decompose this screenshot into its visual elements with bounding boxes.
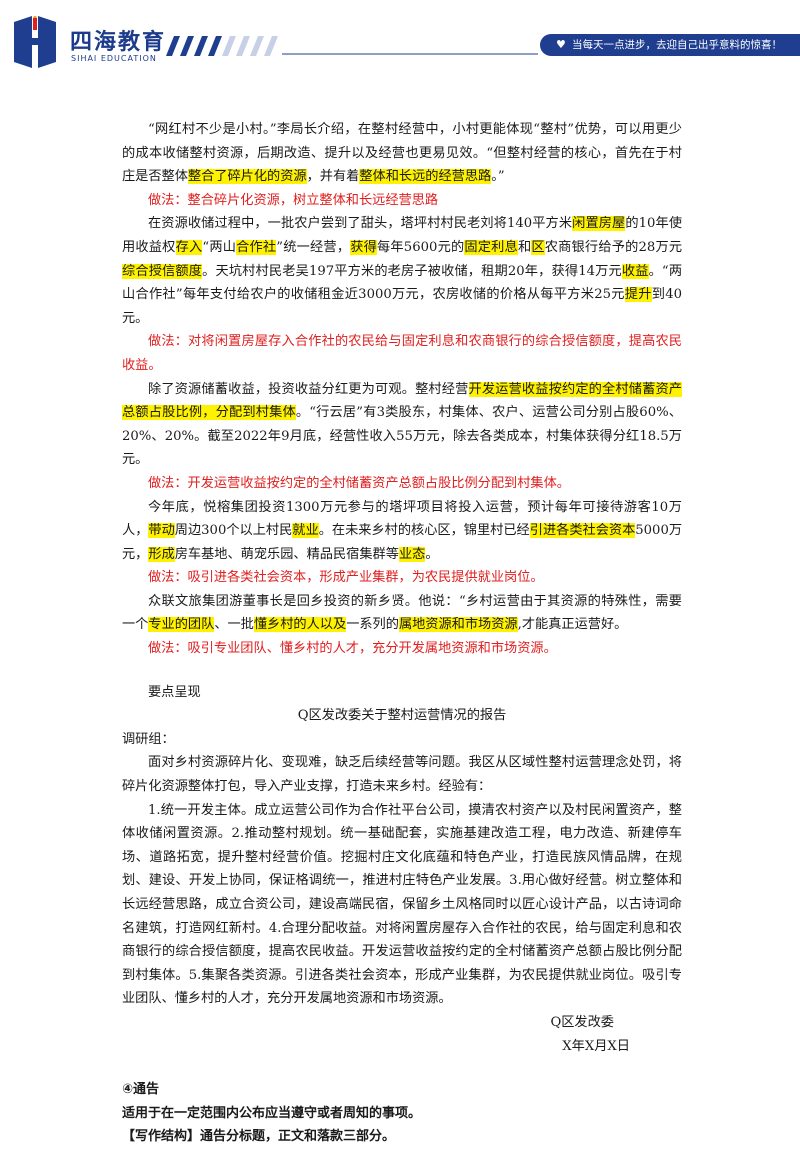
- paragraph-social-capital: 今年底，悦榕集团投资1300万元参与的塔坪项目将投入运营，预计每年可接待游客10…: [122, 499, 683, 562]
- report-salutation: 调研组：: [122, 731, 175, 747]
- paragraph-investment-dividend: 除了资源储蓄收益，投资收益分红更为可观。整村经营开发运营收益按约定的全村储蓄资产…: [122, 381, 682, 468]
- method-note-1: 做法：整合碎片化资源，树立整体和长远经营思路: [148, 192, 439, 208]
- document-body: “网红村不少是小村。”李局长介绍，在整村经营中，小村更能体现“整村”优势，可以用…: [122, 118, 682, 1149]
- method-note-4: 做法：吸引进各类社会资本，形成产业集群，为农民提供就业岗位。: [148, 570, 544, 586]
- report-title: Q区发改委关于整村运营情况的报告: [297, 708, 507, 724]
- logo-icon: [14, 16, 56, 68]
- brand-english: SIHAI EDUCATION: [71, 54, 157, 63]
- decorative-stripes: [166, 36, 538, 56]
- paragraph-resource-storage: 在资源收储过程中，一批农户尝到了甜头，塔坪村村民老刘将140平方米闲置房屋的10…: [122, 216, 683, 326]
- slogan-banner: [540, 34, 800, 56]
- method-note-5: 做法：吸引专业团队、懂乡村的人才，充分开发属地资源和市场资源。: [148, 641, 557, 657]
- paragraph-professional-team: 众联文旅集团游董事长是回乡投资的新乡贤。他说：“乡村运营由于其资源的特殊性，需要…: [122, 593, 682, 633]
- report-signature: Q区发改委: [550, 1014, 614, 1030]
- method-note-3: 做法：开发运营收益按约定的全村储蓄资产总额占股比例分配到村集体。: [148, 475, 570, 491]
- slogan-text: 当每天一点进步，去迎自己出乎意料的惊喜！: [572, 39, 782, 51]
- paragraph-village-size: “网红村不少是小村。”李局长介绍，在整村经营中，小村更能体现“整村”优势，可以用…: [122, 122, 682, 185]
- notice-heading: ④通告: [122, 1082, 160, 1098]
- section-heading: 要点呈现: [148, 684, 201, 700]
- brand-name: 四海教育: [70, 30, 167, 55]
- method-note-2: 做法：对将闲置房屋存入合作社的农民给与固定利息和农商银行的综合授信额度，提高农民…: [122, 334, 682, 373]
- notice-structure: 【写作结构】通告分标题，正文和落款三部分。: [122, 1129, 396, 1145]
- notice-definition: 适用于在一定范围内公布应当遵守或者周知的事项。: [122, 1105, 422, 1121]
- report-body: 1.统一开发主体。成立运营公司作为合作社平台公司，摸清农村资产以及村民闲置资产，…: [122, 802, 682, 1007]
- page-header: 四海教育 SIHAI EDUCATION ♥ 当每天一点进步，去迎自己出乎意料的…: [0, 0, 800, 90]
- report-intro: 面对乡村资源碎片化、变现难，缺乏后续经营等问题。我区从区域性整村运营理念处罚，将…: [122, 755, 682, 795]
- heart-icon: ♥: [556, 38, 566, 51]
- report-date: X年X月X日: [562, 1038, 630, 1054]
